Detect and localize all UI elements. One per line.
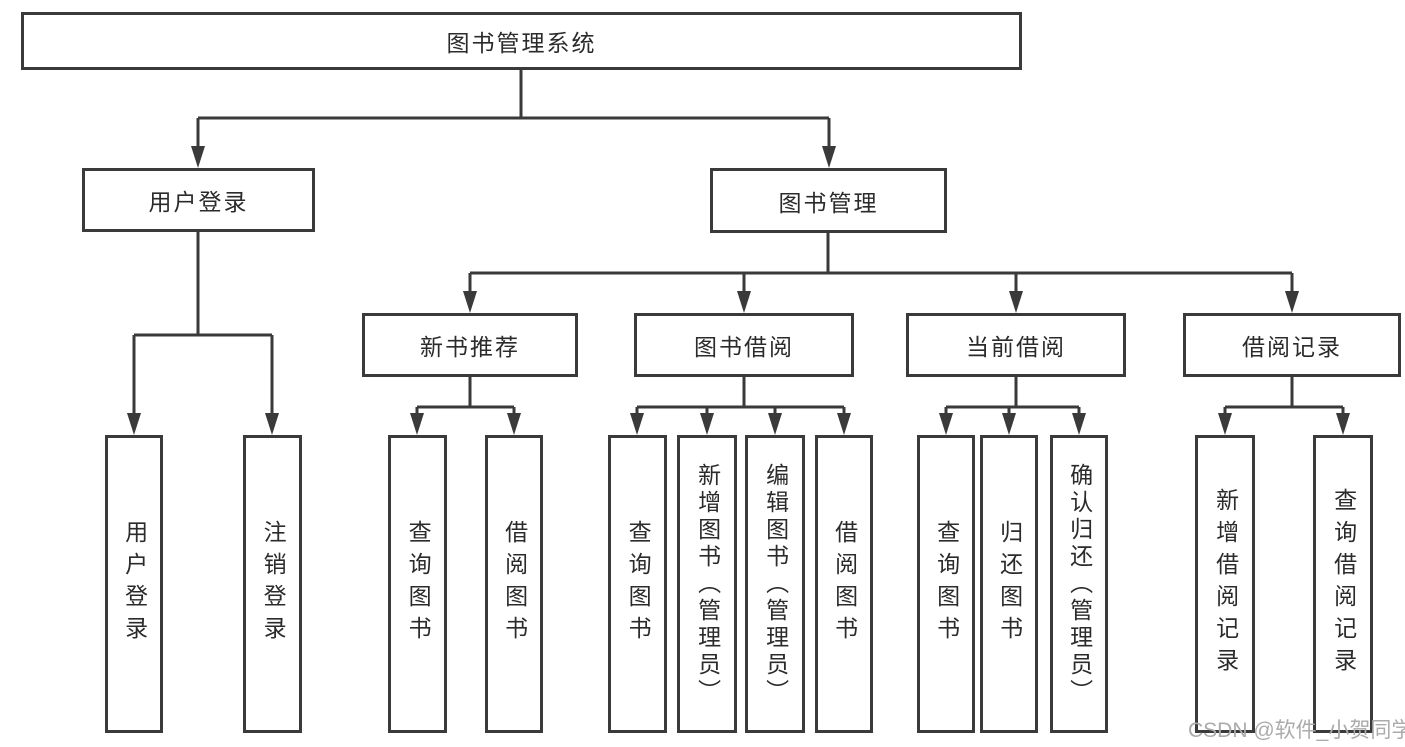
csdn-watermark: CSDN @软件_小贺同学 [1188, 719, 1405, 742]
leaf-query-borrow-record-label: 查询借阅记录 [1330, 488, 1357, 680]
leaf-borrow-books-recommend: 借阅图书 [485, 435, 543, 733]
node-user-login-label: 用户登录 [148, 189, 249, 215]
leaf-borrow-books-label: 借阅图书 [831, 520, 858, 648]
leaf-confirm-return-admin-label: 确认归还（管理员） [1066, 462, 1093, 706]
node-current-borrow: 当前借阅 [906, 313, 1126, 377]
leaf-query-books-borrow-label: 查询图书 [625, 520, 652, 648]
node-book-borrow: 图书借阅 [634, 313, 854, 377]
connector-level3-to-leaves [410, 377, 1350, 435]
node-root-system: 图书管理系统 [21, 12, 1022, 70]
node-book-management-label: 图书管理 [778, 189, 879, 216]
leaf-query-borrow-record: 查询借阅记录 [1313, 435, 1373, 733]
leaf-borrow-books-recommend-label: 借阅图书 [501, 520, 528, 648]
leaf-borrow-books: 借阅图书 [815, 435, 873, 733]
node-user-login: 用户登录 [82, 168, 315, 232]
node-borrow-records-label: 借阅记录 [1242, 334, 1342, 360]
leaf-edit-books-admin-label: 编辑图书（管理员） [762, 462, 789, 706]
leaf-user-login: 用户登录 [105, 435, 163, 733]
leaf-edit-books-admin: 编辑图书（管理员） [745, 435, 805, 733]
leaf-user-login-label: 用户登录 [121, 520, 148, 648]
node-book-management: 图书管理 [710, 168, 947, 233]
connector-root-to-level2 [191, 70, 836, 168]
leaf-return-books: 归还图书 [980, 435, 1038, 733]
leaf-query-books-recommend-label: 查询图书 [405, 520, 432, 648]
node-new-book-recommend: 新书推荐 [362, 313, 578, 377]
leaf-query-books-recommend: 查询图书 [388, 435, 447, 733]
connector-book-management-to-level3 [463, 233, 1299, 313]
leaf-return-books-label: 归还图书 [996, 520, 1023, 648]
leaf-add-books-admin-label: 新增图书（管理员） [694, 462, 721, 706]
leaf-logout-label: 注销登录 [260, 520, 287, 648]
node-new-book-recommend-label: 新书推荐 [420, 334, 520, 360]
leaf-logout: 注销登录 [243, 435, 302, 733]
node-root-label: 图书管理系统 [446, 30, 597, 56]
connector-user-login-children [127, 232, 279, 435]
leaf-query-books-borrow: 查询图书 [608, 435, 667, 733]
leaf-query-books-current-label: 查询图书 [933, 520, 960, 648]
node-book-borrow-label: 图书借阅 [694, 334, 794, 360]
node-borrow-records: 借阅记录 [1183, 313, 1401, 377]
leaf-add-borrow-record-label: 新增借阅记录 [1212, 488, 1239, 680]
leaf-add-books-admin: 新增图书（管理员） [677, 435, 737, 733]
node-current-borrow-label: 当前借阅 [966, 334, 1066, 360]
leaf-confirm-return-admin: 确认归还（管理员） [1050, 435, 1108, 733]
leaf-add-borrow-record: 新增借阅记录 [1195, 435, 1255, 733]
leaf-query-books-current: 查询图书 [917, 435, 975, 733]
